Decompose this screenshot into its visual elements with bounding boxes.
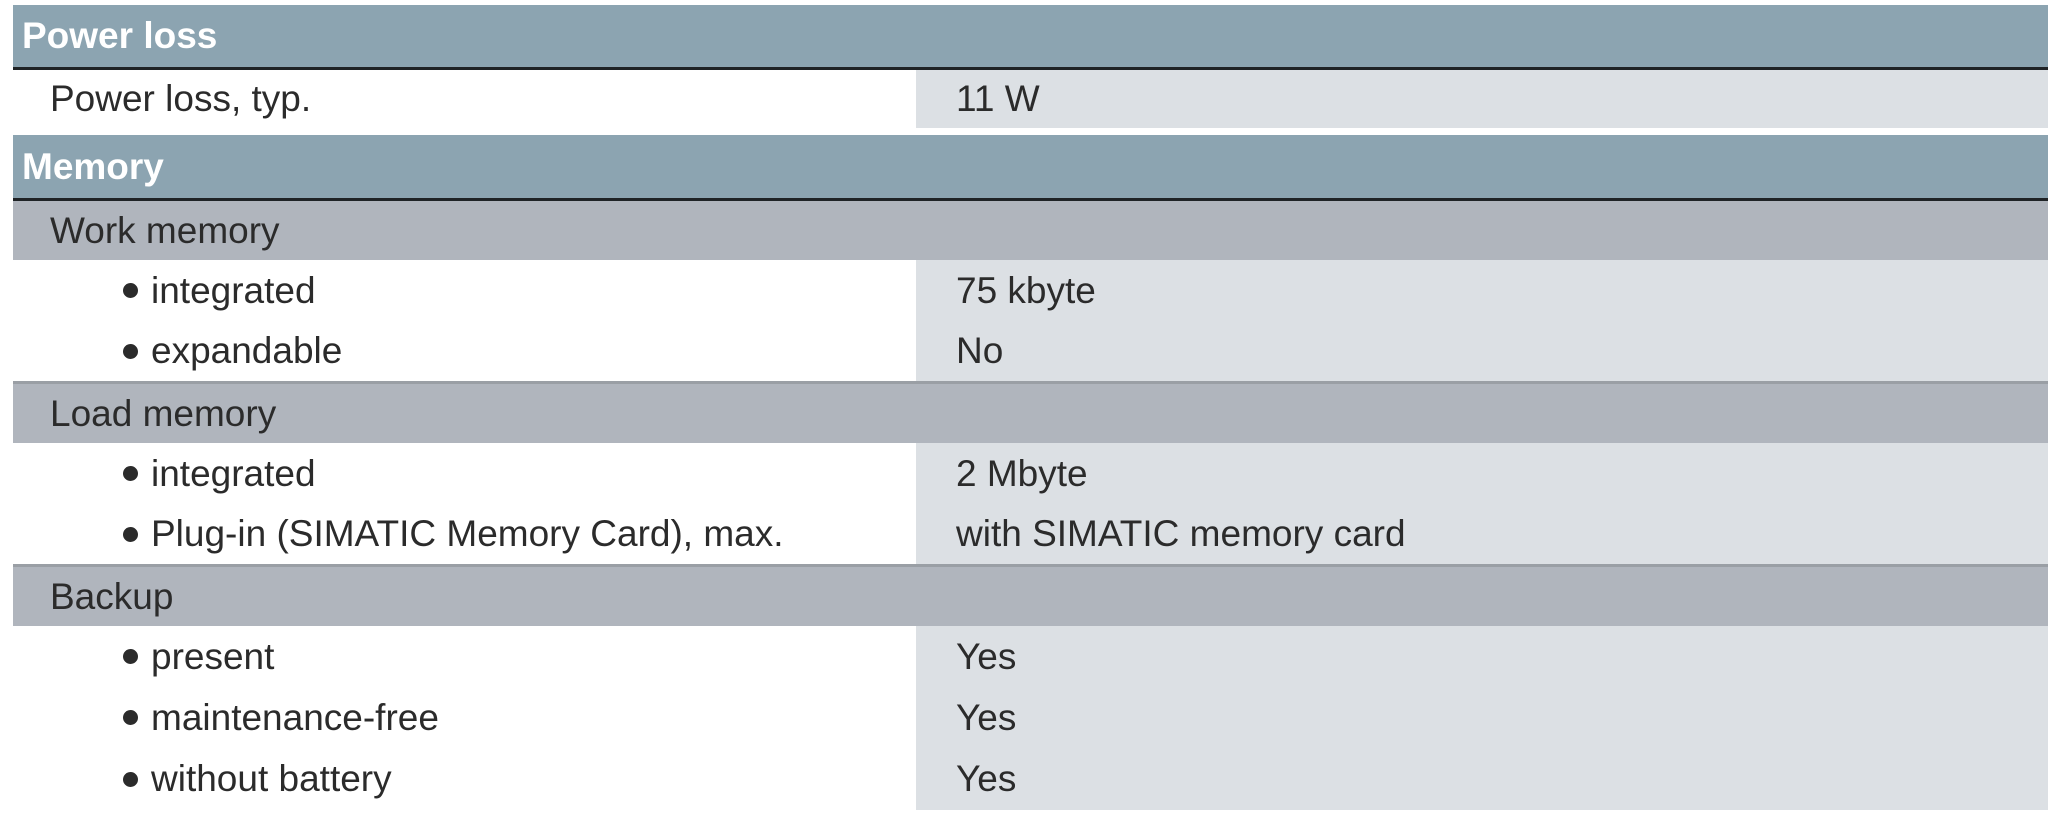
table-row: without battery Yes bbox=[13, 748, 2048, 810]
bullet-icon bbox=[123, 466, 138, 481]
row-label: without battery bbox=[13, 748, 916, 810]
row-label: maintenance-free bbox=[13, 687, 916, 748]
section-title: Memory bbox=[22, 145, 164, 187]
table-row: integrated 2 Mbyte bbox=[13, 443, 2048, 504]
row-value: 2 Mbyte bbox=[916, 443, 2048, 504]
bullet-icon bbox=[123, 771, 138, 787]
row-label: expandable bbox=[13, 321, 916, 381]
table-row: maintenance-free Yes bbox=[13, 687, 2048, 748]
section-header-power-loss: Power loss bbox=[13, 5, 2048, 70]
row-label: Plug-in (SIMATIC Memory Card), max. bbox=[13, 504, 916, 564]
table-row: Power loss, typ. 11 W bbox=[13, 70, 2048, 128]
bullet-icon bbox=[123, 710, 138, 725]
section-header-memory: Memory bbox=[13, 135, 2048, 201]
row-value: Yes bbox=[916, 748, 2048, 810]
row-label: present bbox=[13, 626, 916, 687]
row-label: Power loss, typ. bbox=[50, 78, 312, 119]
table-row: Plug-in (SIMATIC Memory Card), max. with… bbox=[13, 504, 2048, 567]
row-value: 75 kbyte bbox=[916, 260, 2048, 321]
row-value: with SIMATIC memory card bbox=[916, 504, 2048, 564]
group-header-work-memory: Work memory bbox=[13, 201, 2048, 260]
row-value: 11 W bbox=[916, 70, 2048, 128]
bullet-icon bbox=[123, 343, 138, 359]
group-header-load-memory: Load memory bbox=[13, 384, 2048, 443]
group-header-backup: Backup bbox=[13, 567, 2048, 626]
row-value: Yes bbox=[916, 687, 2048, 748]
row-label: integrated bbox=[13, 443, 916, 504]
row-value: No bbox=[916, 321, 2048, 381]
bullet-icon bbox=[123, 649, 138, 664]
table-row: integrated 75 kbyte bbox=[13, 260, 2048, 321]
table-row: expandable No bbox=[13, 321, 2048, 384]
table-row: present Yes bbox=[13, 626, 2048, 687]
section-title: Power loss bbox=[22, 15, 218, 56]
row-label: integrated bbox=[13, 260, 916, 321]
bullet-icon bbox=[123, 283, 138, 298]
bullet-icon bbox=[123, 526, 138, 542]
row-value: Yes bbox=[916, 626, 2048, 687]
